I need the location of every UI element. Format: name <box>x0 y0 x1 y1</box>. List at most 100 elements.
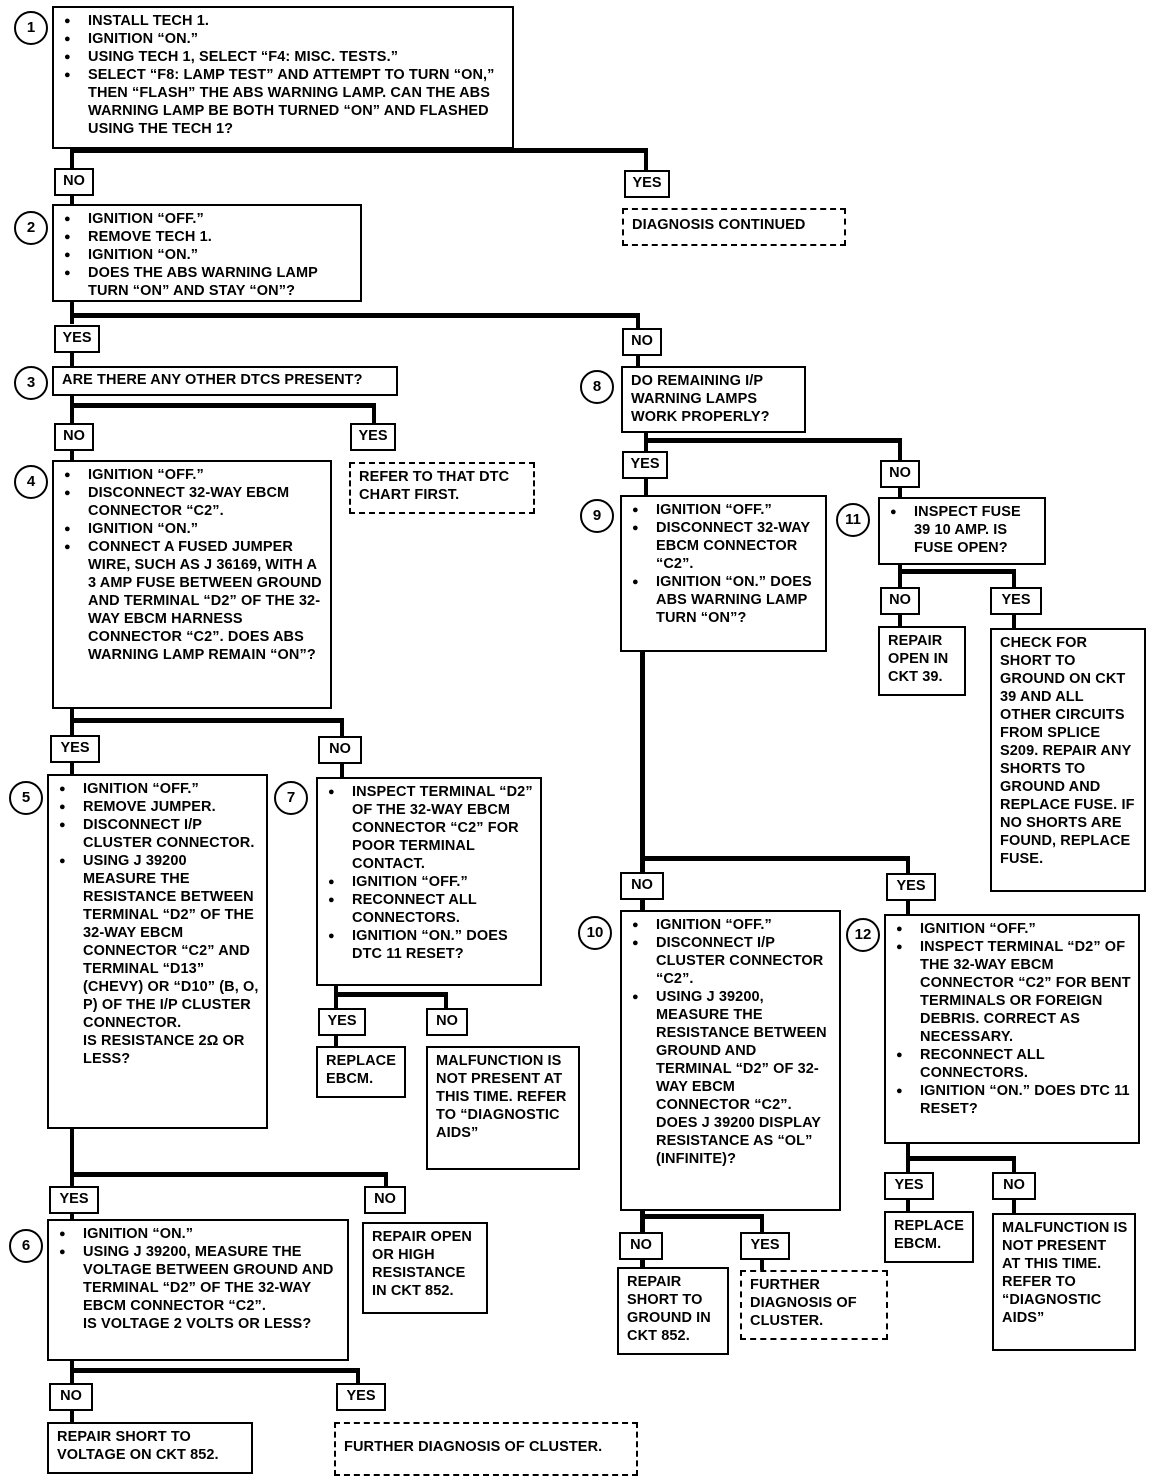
step-5-item: IGNITION “OFF.” <box>57 780 260 798</box>
step-6-item: IGNITION “ON.” <box>57 1225 341 1243</box>
connector-line <box>70 351 74 367</box>
step-4-item: IGNITION “OFF.” <box>62 466 324 484</box>
connector-line <box>898 569 1016 574</box>
step-10-box: IGNITION “OFF.” DISCONNECT I/P CLUSTER C… <box>620 910 841 1211</box>
step-5-item: USING J 39200 MEASURE THE RESISTANCE BET… <box>57 852 260 1032</box>
connector-line <box>640 856 910 861</box>
step-1-item: INSTALL TECH 1. <box>62 12 506 30</box>
connector-line <box>384 1172 388 1186</box>
step-11-box: INSPECT FUSE 39 10 AMP. IS FUSE OPEN? <box>878 497 1046 565</box>
connector-line <box>898 487 902 499</box>
no-label: NO <box>880 460 920 488</box>
repair-short-ground-box: REPAIR SHORT TO GROUND IN CKT 852. <box>617 1267 729 1355</box>
step-6-box: IGNITION “ON.” USING J 39200, MEASURE TH… <box>47 1219 349 1361</box>
step-12-item: IGNITION “ON.” DOES DTC 11 RESET? <box>894 1082 1132 1118</box>
further-diagnosis-cluster-box: FURTHER DIAGNOSIS OF CLUSTER. <box>740 1270 888 1340</box>
step-6-item: USING J 39200, MEASURE THE VOLTAGE BETWE… <box>57 1243 341 1315</box>
connector-line <box>644 148 648 170</box>
step-7-item: IGNITION “OFF.” <box>326 873 534 891</box>
refer-dtc-box: REFER TO THAT DTC CHART FIRST. <box>349 462 535 514</box>
step-number: 4 <box>14 465 48 499</box>
connector-line <box>1012 1156 1016 1173</box>
malfunction-box: MALFUNCTION IS NOT PRESENT AT THIS TIME.… <box>426 1046 580 1170</box>
connector-line <box>906 856 910 873</box>
connector-line <box>70 403 376 408</box>
result-text: REPAIR OPEN OR HIGH RESISTANCE IN CKT 85… <box>372 1229 472 1299</box>
step-2-item: DOES THE ABS WARNING LAMP TURN “ON” AND … <box>62 264 354 300</box>
step-number: 6 <box>9 1229 43 1263</box>
connector-line <box>70 1212 74 1220</box>
step-number: 8 <box>580 370 614 404</box>
yes-label: YES <box>624 170 670 198</box>
check-short-ckt39-box: CHECK FOR SHORT TO GROUND ON CKT 39 AND … <box>990 628 1146 892</box>
repair-open-ckt852-box: REPAIR OPEN OR HIGH RESISTANCE IN CKT 85… <box>362 1222 488 1314</box>
step-4-box: IGNITION “OFF.” DISCONNECT 32-WAY EBCM C… <box>52 460 332 709</box>
connector-line <box>898 438 902 460</box>
connector-line <box>1012 569 1016 588</box>
step-2-item: REMOVE TECH 1. <box>62 228 354 246</box>
connector-line <box>640 1210 645 1232</box>
further-diagnosis-cluster-box: FURTHER DIAGNOSIS OF CLUSTER. <box>334 1422 638 1476</box>
connector-line <box>70 1368 360 1373</box>
result-text: REFER TO THAT DTC CHART FIRST. <box>359 469 510 503</box>
connector-line <box>334 1036 338 1046</box>
connector-line <box>340 762 344 778</box>
step-4-item: CONNECT A FUSED JUMPER WIRE, SUCH AS J 3… <box>62 538 324 664</box>
connector-line <box>636 313 640 329</box>
step-1-item: IGNITION “ON.” <box>62 30 506 48</box>
connector-line <box>70 149 74 169</box>
result-text: FURTHER DIAGNOSIS OF CLUSTER. <box>750 1277 857 1329</box>
step-number: 9 <box>580 499 614 533</box>
connector-line <box>70 1410 74 1422</box>
step-9-item: IGNITION “ON.” DOES ABS WARNING LAMP TUR… <box>630 573 819 627</box>
connector-line <box>640 651 645 873</box>
connector-line <box>1012 614 1016 628</box>
connector-line <box>760 1258 764 1270</box>
no-label: NO <box>54 168 94 196</box>
step-7-item: INSPECT TERMINAL “D2” OF THE 32-WAY EBCM… <box>326 783 534 873</box>
step-4-item: DISCONNECT 32-WAY EBCM CONNECTOR “C2”. <box>62 484 324 520</box>
connector-line <box>372 403 376 423</box>
connector-line <box>70 395 74 423</box>
step-5-item: REMOVE JUMPER. <box>57 798 260 816</box>
no-label: NO <box>318 736 362 764</box>
connector-line <box>70 449 74 461</box>
connector-line <box>1012 1199 1016 1213</box>
connector-line <box>640 898 645 912</box>
step-12-item: INSPECT TERMINAL “D2” OF THE 32-WAY EBCM… <box>894 938 1132 1046</box>
yes-label: YES <box>318 1008 366 1036</box>
yes-label: YES <box>622 451 668 479</box>
result-text: REPAIR SHORT TO VOLTAGE ON CKT 852. <box>57 1429 219 1463</box>
step-7-item: RECONNECT ALL CONNECTORS. <box>326 891 534 927</box>
result-text: MALFUNCTION IS NOT PRESENT AT THIS TIME.… <box>436 1053 567 1141</box>
no-label: NO <box>622 328 662 356</box>
no-label: NO <box>619 1232 663 1260</box>
step-number: 10 <box>578 916 612 950</box>
step-11-item: INSPECT FUSE 39 10 AMP. IS FUSE OPEN? <box>888 503 1038 557</box>
step-3-question: ARE THERE ANY OTHER DTCs PRESENT? <box>62 372 363 388</box>
step-1-item: USING TECH 1, SELECT “F4: MISC. TESTS.” <box>62 48 506 66</box>
replace-ebcm-box: REPLACE EBCM. <box>884 1211 974 1263</box>
step-number: 2 <box>14 211 48 245</box>
repair-short-voltage-box: REPAIR SHORT TO VOLTAGE ON CKT 852. <box>47 1422 253 1474</box>
yes-label: YES <box>990 587 1042 615</box>
connector-line <box>70 1172 388 1177</box>
step-7-box: INSPECT TERMINAL “D2” OF THE 32-WAY EBCM… <box>316 777 542 986</box>
repair-open-ckt39-box: REPAIR OPEN IN CKT 39. <box>878 626 966 696</box>
yes-label: YES <box>336 1383 386 1411</box>
step-4-item: IGNITION “ON.” <box>62 520 324 538</box>
step-number: 11 <box>836 503 870 537</box>
no-label: NO <box>620 872 664 900</box>
result-text: REPLACE EBCM. <box>894 1218 964 1252</box>
connector-line <box>70 195 74 205</box>
step-7-item: IGNITION “ON.” DOES DTC 11 RESET? <box>326 927 534 963</box>
step-number: 5 <box>9 781 43 815</box>
step-9-item: IGNITION “OFF.” <box>630 501 819 519</box>
yes-label: YES <box>350 423 396 451</box>
step-6-question: IS VOLTAGE 2 VOLTS OR LESS? <box>83 1316 312 1332</box>
connector-line <box>636 354 640 366</box>
step-8-box: DO REMAINING I/P WARNING LAMPS WORK PROP… <box>621 366 806 433</box>
connector-line <box>70 762 74 776</box>
no-label: NO <box>364 1186 406 1214</box>
